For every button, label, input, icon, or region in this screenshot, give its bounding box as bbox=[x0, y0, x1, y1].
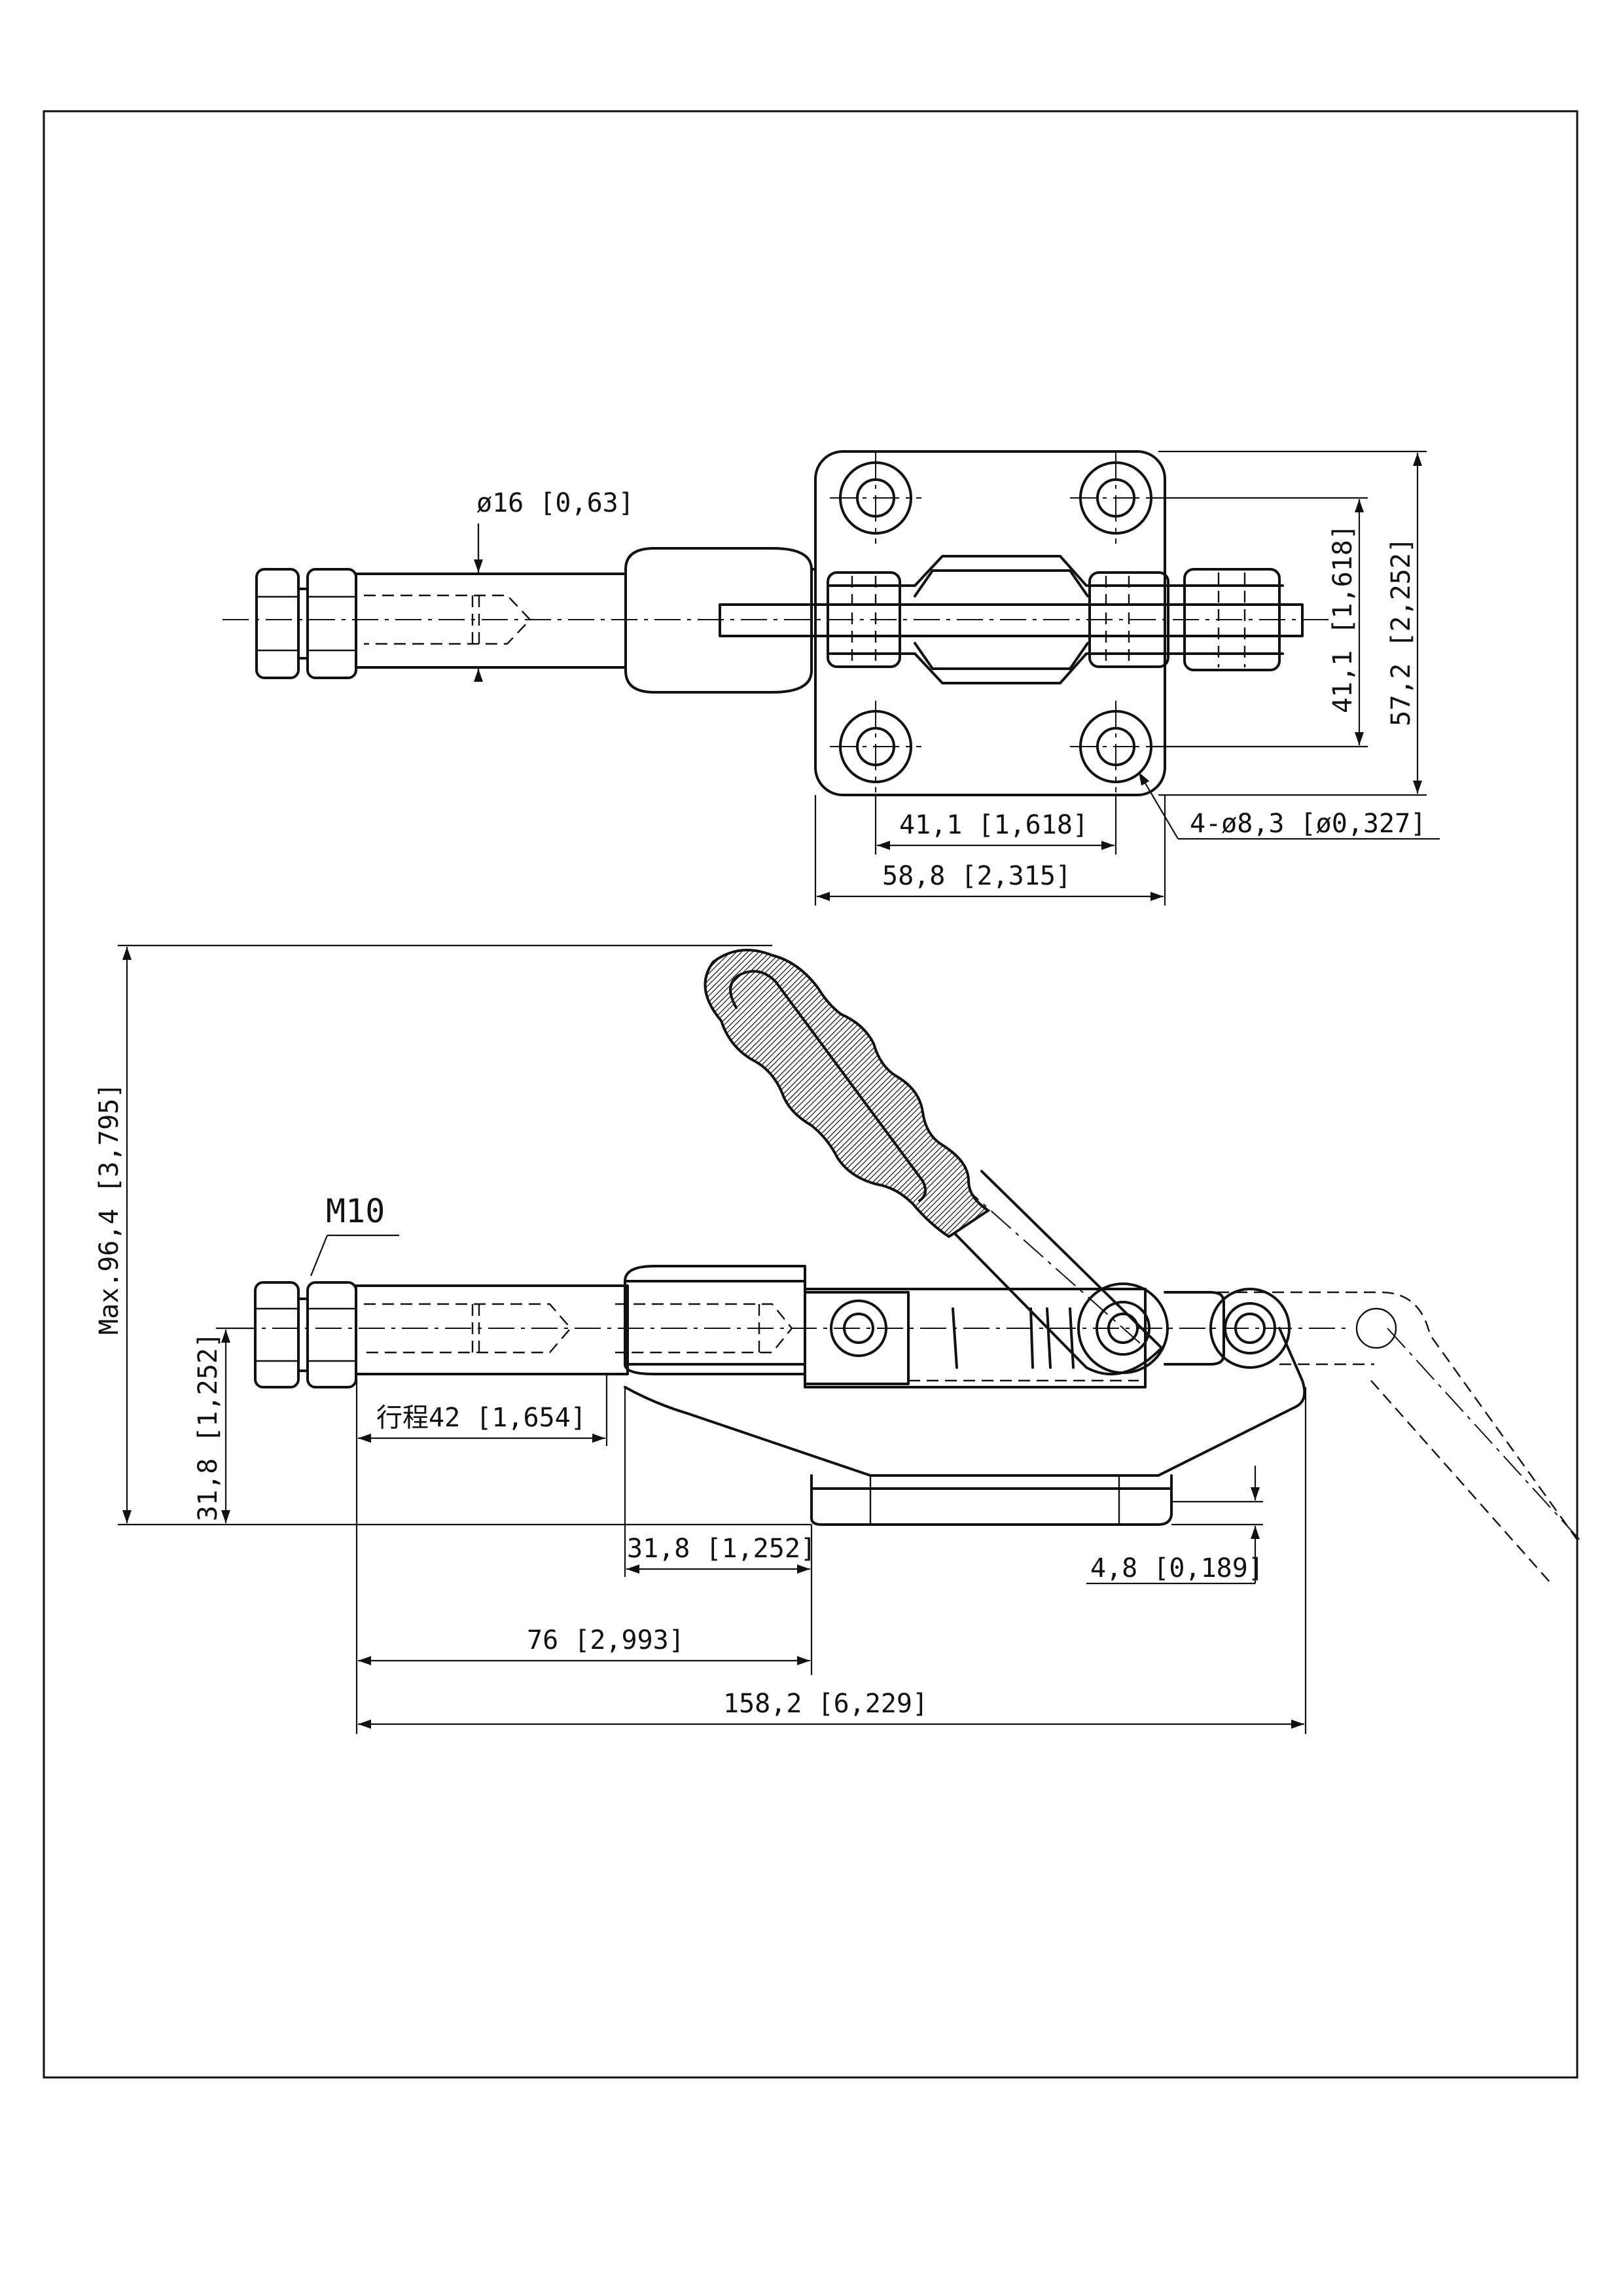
dim-hole-spacing-v: 41,1 [1,618] bbox=[1328, 524, 1358, 713]
drawing-border bbox=[43, 110, 1578, 2079]
dim-base-height: 57,2 [2,252] bbox=[1386, 537, 1416, 726]
dim-hole-spacing-h: 41,1 [1,618] bbox=[899, 810, 1088, 840]
base-plate bbox=[814, 450, 1166, 796]
dim-holes: 4-ø8,3 [ø0,327] bbox=[1190, 809, 1426, 839]
side-nut-inner bbox=[306, 1281, 357, 1388]
side-pivot-front bbox=[1209, 1288, 1291, 1369]
side-body bbox=[624, 1327, 1306, 1477]
top-view: ø16 [0,63] 41,1 [1,618] 58,8 [2,315] 41,… bbox=[223, 450, 1440, 906]
dim-axis-height: 31,8 [1,252] bbox=[193, 1332, 223, 1521]
nut-inner bbox=[306, 568, 357, 679]
handle-grip bbox=[704, 949, 991, 1239]
dim-base-width: 58,8 [2,315] bbox=[882, 861, 1071, 891]
guide-bush bbox=[624, 547, 813, 694]
nut-outer bbox=[255, 568, 300, 679]
callout-thread: M10 bbox=[326, 1192, 385, 1230]
dim-overall-length: 158,2 [6,229] bbox=[723, 1689, 928, 1719]
plunger-tip bbox=[719, 603, 1304, 637]
side-nut-outer bbox=[254, 1281, 300, 1388]
mounting-holes bbox=[830, 452, 1162, 792]
dim-to-base: 76 [2,993] bbox=[527, 1625, 685, 1655]
side-plunger-rod bbox=[355, 1284, 629, 1375]
handle-phantom bbox=[1217, 1291, 1581, 1584]
dim-rod-diameter: ø16 [0,63] bbox=[476, 488, 634, 518]
dim-stroke: 行程42 [1,654] bbox=[376, 1403, 586, 1433]
plunger-rod bbox=[355, 573, 627, 669]
side-view: M10 Max.96,4 [3,795] 31,8 [1,252] 行程42 [… bbox=[94, 944, 1584, 1734]
dim-base-thickness: 4,8 [0,189] bbox=[1090, 1553, 1264, 1583]
dim-base-offset: 31,8 [1,252] bbox=[627, 1534, 816, 1564]
dim-max-height: Max.96,4 [3,795] bbox=[94, 1083, 124, 1335]
handle-arm bbox=[732, 1006, 1163, 1375]
side-base-plate bbox=[810, 1474, 1173, 1526]
